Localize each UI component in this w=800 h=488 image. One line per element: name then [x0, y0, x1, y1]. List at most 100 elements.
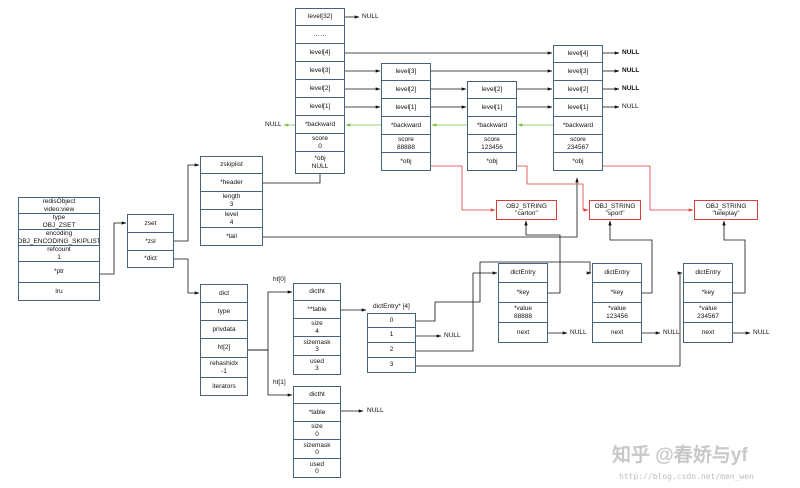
null-label-l4: NULL: [622, 49, 640, 56]
dictht1-sizemask: sizemask 0: [293, 440, 341, 459]
zskiplist-header: *header: [200, 174, 263, 192]
entry-234567-value: *value 234567: [683, 303, 733, 323]
node-234567-level-3: level[3]: [553, 63, 603, 81]
entry-234567-dictentry: dictEntry: [683, 263, 733, 283]
dictht0-table: **table: [293, 301, 341, 319]
null-label-backward: NULL: [265, 121, 282, 128]
zskiplist-length: length 3: [200, 192, 263, 210]
node-123456-backward: *backward: [467, 117, 517, 135]
node-88888-backward: *backward: [381, 117, 431, 135]
header-node-backward: *backward: [295, 116, 345, 134]
header-node-cell: ……: [295, 26, 345, 44]
ht1-label: ht[1]: [273, 379, 286, 386]
entry-123456-value: *value 123456: [592, 303, 642, 323]
obj-string-box-2: OBJ_STRING "teleplay": [694, 200, 758, 220]
obj-234567-to-teleplay: [603, 165, 694, 212]
ht2-to-dictht1: [248, 349, 293, 397]
zskiplist-tail: *tail: [200, 228, 263, 246]
node-234567-level-1: level[1]: [553, 99, 603, 117]
node-123456-score: score 123456: [467, 135, 517, 153]
node-88888-obj: *obj: [381, 153, 431, 171]
obj-123456-to-sport: [517, 165, 589, 212]
watermark-zhihu: 知乎 @春娇与yf: [612, 445, 748, 466]
zsl-to-zskiplist: [174, 163, 200, 242]
null-label-slot1: NULL: [444, 332, 461, 339]
dictht0-size: size 4: [293, 319, 341, 337]
zset-dict: *dict: [127, 251, 174, 268]
dict-ht-2: ht[2]: [200, 339, 248, 358]
node-88888-level-3: level[3]: [381, 63, 431, 81]
redisobject-type: type OBJ_ZSET: [18, 214, 100, 230]
null-label-next-234567: NULL: [753, 329, 770, 336]
node-234567-level-2: level[2]: [553, 81, 603, 99]
header-node-level-2: level[2]: [295, 80, 345, 98]
node-123456-obj: *obj: [467, 153, 517, 171]
header-node-level-3: level[3]: [295, 62, 345, 80]
null-label-next-123456: NULL: [663, 329, 680, 336]
zset-zsl: *zsl: [127, 233, 174, 251]
dictht1-table: *table: [293, 404, 341, 422]
node-234567-obj: *obj: [553, 153, 603, 171]
node-234567-level-4: level[4]: [553, 45, 603, 63]
table-slot-3: 3: [367, 358, 416, 373]
obj-string-box-0: OBJ_STRING "carton": [496, 200, 557, 220]
dictht1-used: used 0: [293, 459, 341, 478]
entry-234567-key: *key: [683, 283, 733, 303]
redisobject-redisobject: redisObject video:view: [18, 197, 100, 214]
entry-88888-next: next: [498, 323, 548, 343]
dict-to-dict: [174, 258, 200, 295]
entry-88888-key: *key: [498, 283, 548, 303]
node-123456-level-1: level[1]: [467, 99, 517, 117]
zset-zset: zset: [127, 214, 174, 233]
redisobject-lru: lru: [18, 283, 100, 301]
dict-iterators: iterators: [200, 378, 248, 396]
obj-88888-to-carton: [431, 165, 496, 212]
redisobject-refcount: refcount 1: [18, 246, 100, 262]
entry-123456-key: *key: [592, 283, 642, 303]
key-234567-to-teleplay: [722, 220, 746, 294]
dictht0-used: used 3: [293, 356, 341, 375]
dict-dict: dict: [200, 284, 248, 303]
header-node-level-4: level[4]: [295, 44, 345, 62]
slot2-to-entry-88888: [416, 271, 498, 352]
dict-privdata: privdata: [200, 321, 248, 339]
dictht1-dictht: dictht: [293, 386, 341, 404]
header-node-obj: *obj NULL: [295, 152, 345, 174]
node-234567-backward: *backward: [553, 117, 603, 135]
null-label-l1: NULL: [622, 103, 639, 110]
entry-88888-value: *value 88888: [498, 303, 548, 323]
node-123456-level-2: level[2]: [467, 81, 517, 99]
entry-88888-dictentry: dictEntry: [498, 263, 548, 283]
table-slot-2: 2: [367, 343, 416, 358]
header-node-level-32: level[32]: [295, 8, 345, 26]
watermark-url: http://blog.csdn.net/men_wen: [619, 472, 754, 481]
table-slot-0: 0: [367, 313, 416, 328]
null-label-dictht1-table: NULL: [367, 407, 384, 414]
node-234567-score: score 234567: [553, 135, 603, 153]
dict-type: type: [200, 303, 248, 321]
null-label-header-l32: NULL: [362, 13, 379, 20]
dictht0-sizemask: sizemask 3: [293, 337, 341, 356]
dictht1-size: size 0: [293, 422, 341, 440]
tail-to-node-234567: [263, 177, 579, 238]
header-node-score: score 0: [295, 134, 345, 152]
header-node-level-1: level[1]: [295, 98, 345, 116]
redisobject-encoding: encoding OBJ_ENCODING_SKIPLIST: [18, 230, 100, 246]
key-88888-to-carton: [524, 220, 561, 294]
null-label-l3: NULL: [622, 67, 640, 74]
ht2-to-dictht0: [248, 290, 293, 351]
ptr-to-zset: [100, 221, 127, 275]
entry-123456-dictentry: dictEntry: [592, 263, 642, 283]
redisobject-ptr: *ptr: [18, 262, 100, 283]
table-label: dictEntry* [4]: [373, 303, 410, 310]
dictht0-dictht: dictht: [293, 283, 341, 301]
node-88888-level-1: level[1]: [381, 99, 431, 117]
table-slot-1: 1: [367, 328, 416, 343]
zskiplist-level: level 4: [200, 210, 263, 228]
dict-rehashidx: rehashidx -1: [200, 358, 248, 378]
slot3-to-entry-234567: [416, 271, 683, 367]
node-88888-score: score 88888: [381, 135, 431, 153]
ht0-label: ht[0]: [273, 276, 286, 283]
